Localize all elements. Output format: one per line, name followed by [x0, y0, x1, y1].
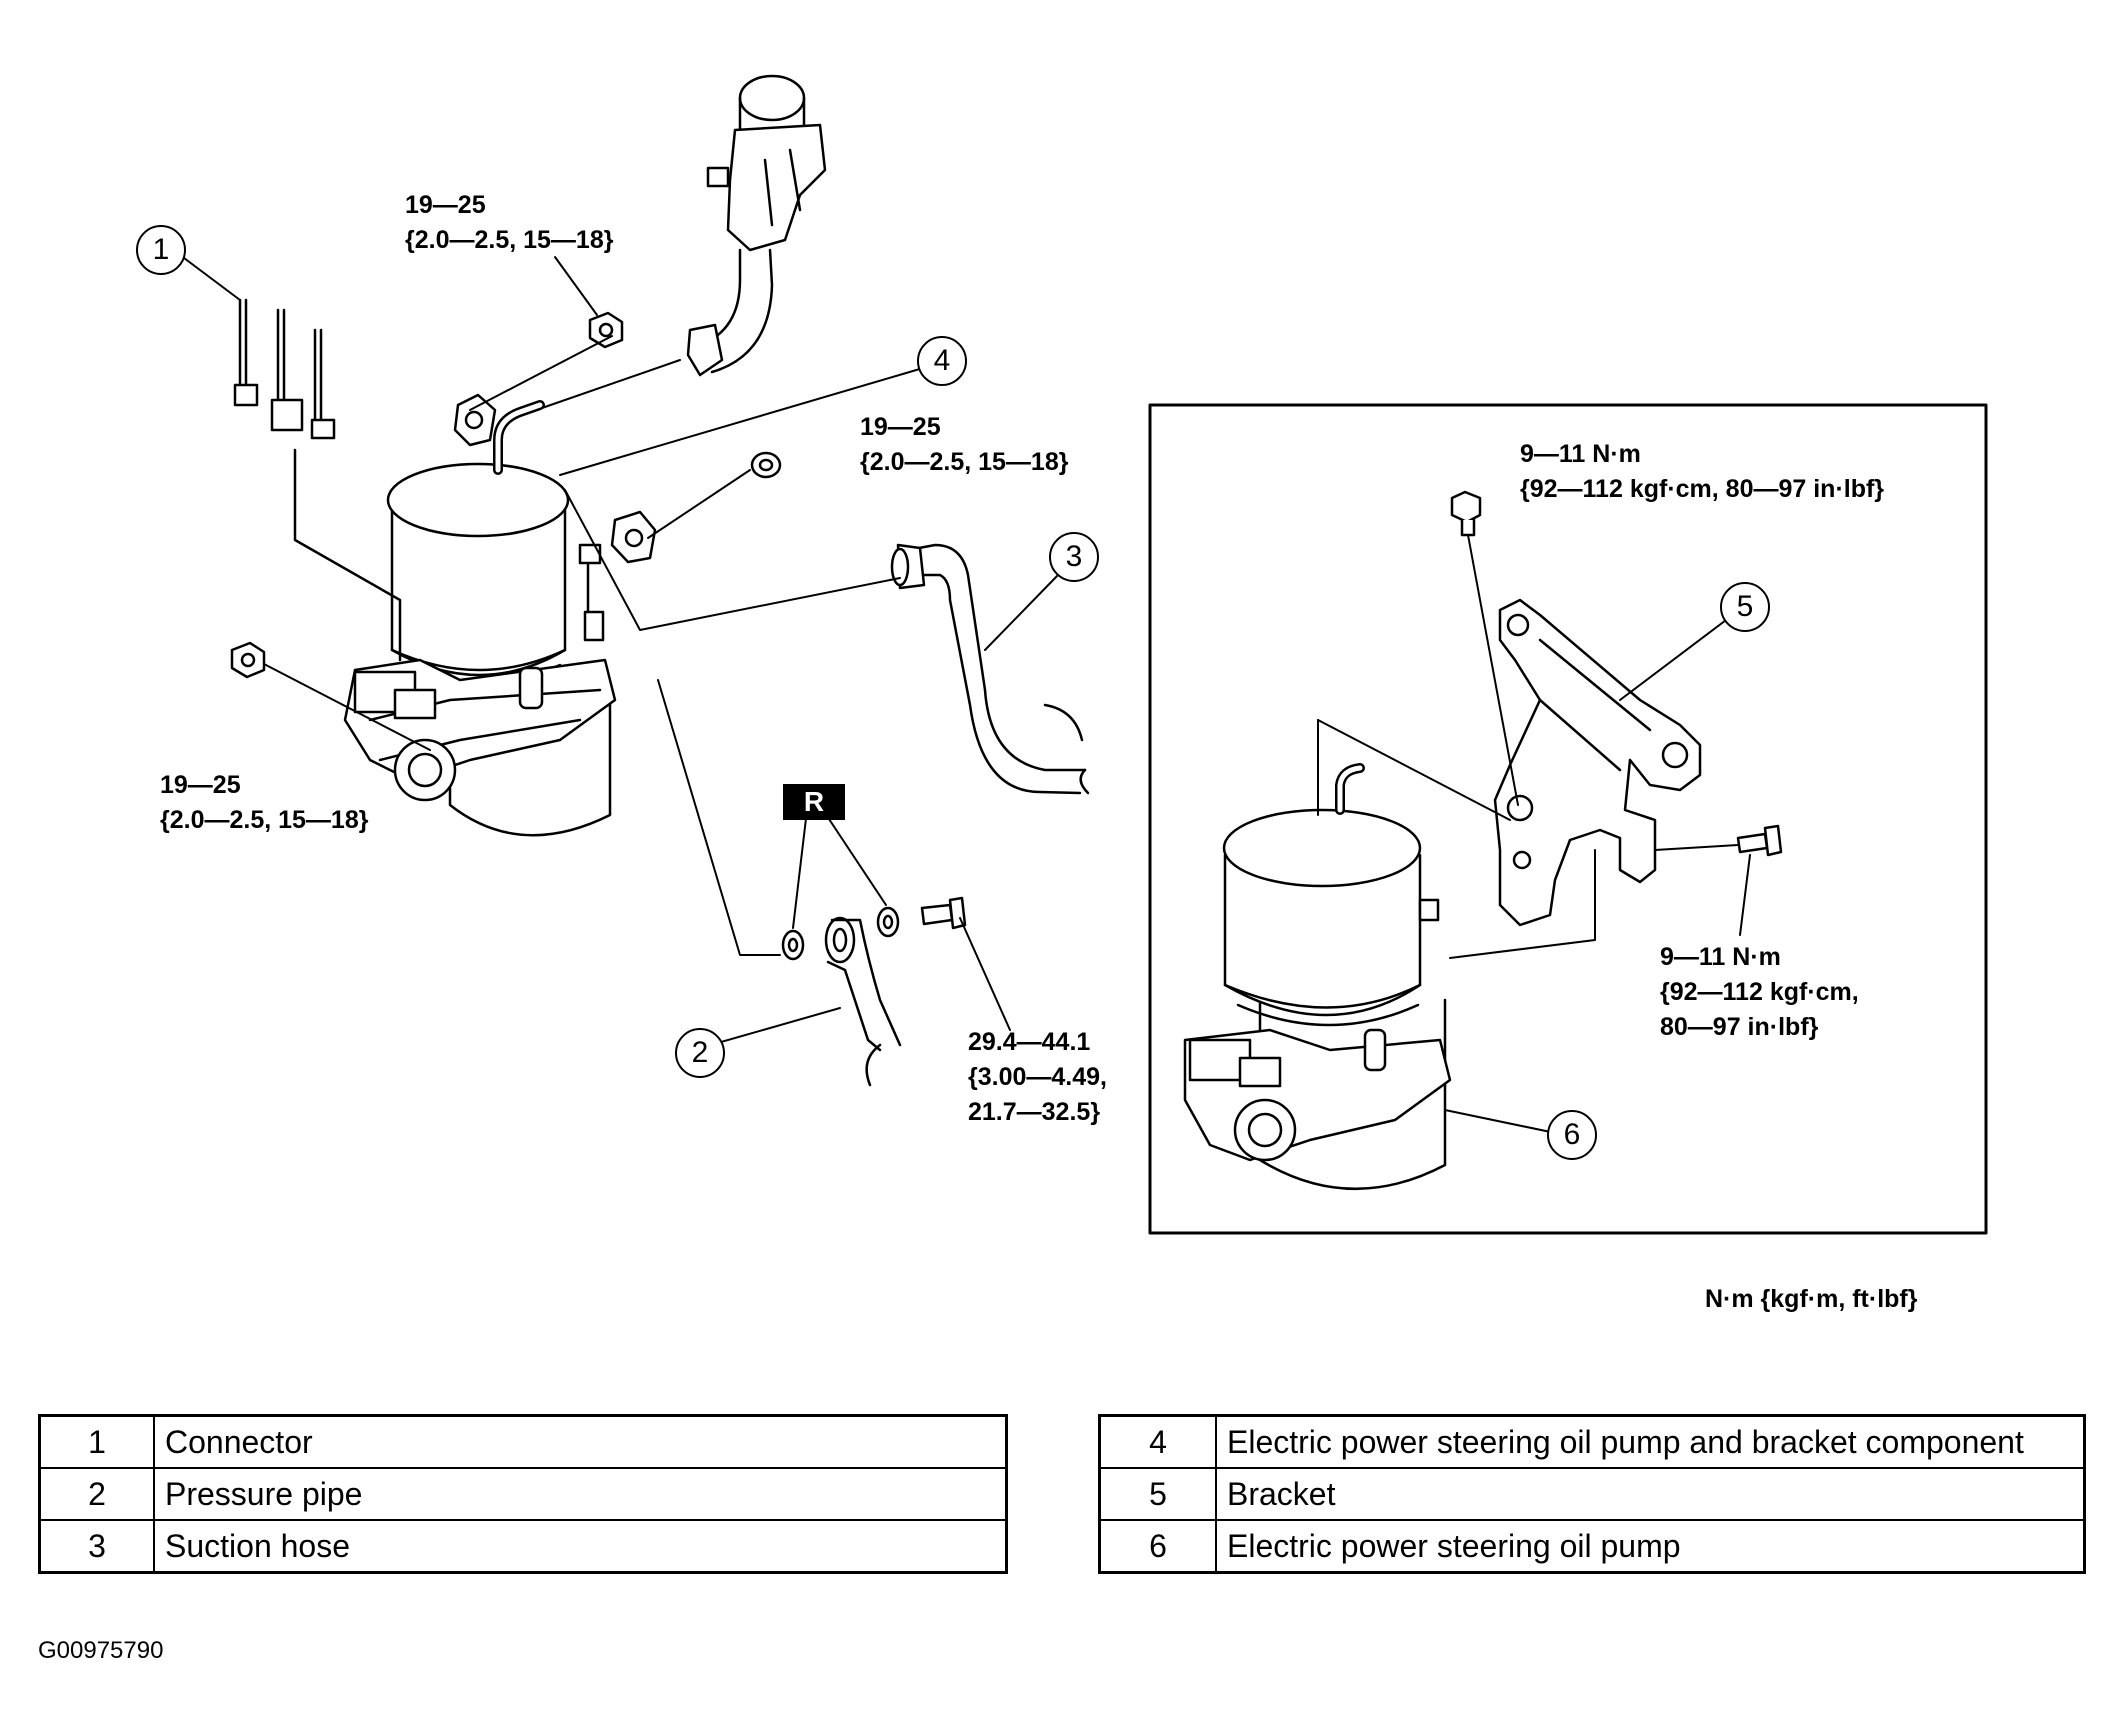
inset-bracket [1493, 598, 1702, 927]
table-row: 2 Pressure pipe [38, 1467, 1008, 1521]
connector-leads [233, 298, 402, 662]
table-row: 1 Connector [38, 1414, 1008, 1469]
torque-pressure-bolt: 29.4—44.1 {3.00—4.49, 21.7—32.5} [968, 1028, 1107, 1126]
torque-suction-nut: 19—25 {2.0—2.5, 15—18} [860, 413, 1069, 476]
part-name: Suction hose [153, 1519, 1008, 1574]
parts-table-left: 1 Connector 2 Pressure pipe 3 Suction ho… [38, 1414, 1008, 1574]
table-row: 5 Bracket [1098, 1467, 2086, 1521]
inset-bolts [1450, 490, 1783, 857]
part-number: 6 [1098, 1519, 1217, 1574]
part-name: Pressure pipe [153, 1467, 1008, 1521]
part-name: Electric power steering oil pump [1215, 1519, 2086, 1574]
part-number: 3 [38, 1519, 155, 1574]
callout-1: 1 [136, 225, 186, 275]
table-row: 3 Suction hose [38, 1519, 1008, 1574]
part-number: 5 [1098, 1467, 1217, 1521]
table-row: 4 Electric power steering oil pump and b… [1098, 1414, 2086, 1469]
table-row: 6 Electric power steering oil pump [1098, 1519, 2086, 1574]
torque-lower-nut: 19—25 {2.0—2.5, 15—18} [160, 771, 369, 834]
part-name: Electric power steering oil pump and bra… [1215, 1414, 2086, 1469]
torque-bracket-top-bolt: 9—11 N·m {92—112 kgf·cm, 80—97 in·lbf} [1520, 440, 1885, 503]
leader-lines [179, 254, 1059, 1049]
part-number: 2 [38, 1467, 155, 1521]
callout-4: 4 [917, 336, 967, 386]
reservoir [686, 74, 827, 377]
inset-leader-lines [1317, 607, 1751, 1136]
callout-6: 6 [1547, 1110, 1597, 1160]
inset-pump [1183, 763, 1452, 1191]
inset-frame [1148, 403, 1988, 1235]
figure-id: G00975790 [38, 1637, 164, 1664]
torque-bracket-side-bolt: 9—11 N·m {92—112 kgf·cm, 80—97 in·lbf} [1660, 943, 1859, 1041]
parts-table-right: 4 Electric power steering oil pump and b… [1098, 1414, 2086, 1574]
callout-2: 2 [675, 1028, 725, 1078]
suction-hose [890, 543, 1090, 795]
part-name: Bracket [1215, 1467, 2086, 1521]
part-number: 1 [38, 1414, 155, 1469]
torque-reservoir-nut: 19—25 {2.0—2.5, 15—18} [405, 191, 614, 254]
reuse-badge: R [783, 784, 845, 820]
callout-3: 3 [1049, 532, 1099, 582]
part-number: 4 [1098, 1414, 1217, 1469]
callout-5: 5 [1720, 582, 1770, 632]
part-name: Connector [153, 1414, 1008, 1469]
main-pump-assembly [343, 393, 657, 837]
unit-note: N·m {kgf·m, ft·lbf} [1705, 1285, 1918, 1313]
main-fasteners [230, 311, 967, 1087]
